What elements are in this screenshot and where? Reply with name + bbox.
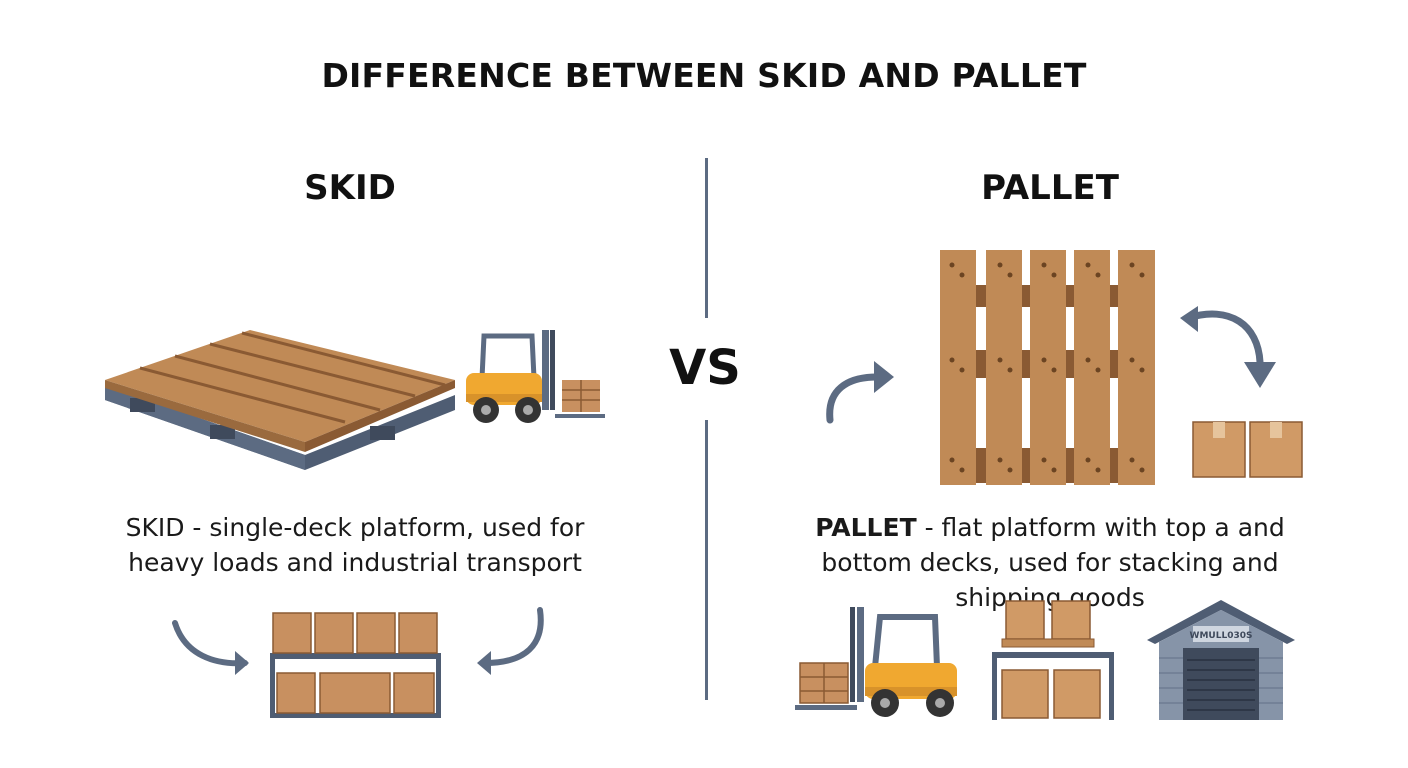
skid-heading: SKID: [304, 168, 396, 208]
pallet-description: PALLET - flat platform with top a and bo…: [780, 510, 1320, 615]
pallet-description-text: - flat platform with top a and bottom de…: [821, 513, 1285, 612]
warehouse-icon: WMULL030S: [1147, 600, 1295, 720]
pallet-term: PALLET: [815, 513, 917, 542]
pallet-arrow-right-icon: [1180, 306, 1276, 388]
pallet-forklift-icon: [795, 607, 957, 717]
skid-term: SKID: [125, 513, 185, 542]
pallet-illustration: [940, 250, 1155, 485]
pallet-arrow-left-icon: [826, 361, 894, 424]
divider-bottom: [705, 420, 708, 700]
warehouse-sign: WMULL030S: [1190, 631, 1253, 641]
pallet-heading: PALLET: [981, 168, 1119, 208]
skid-illustration: [105, 330, 455, 470]
divider-top: [705, 158, 708, 318]
pallet-boxes-icon: [1192, 421, 1303, 478]
pallet-rack-illustration: [992, 600, 1114, 720]
vs-label: VS: [669, 340, 741, 396]
skid-forklift-icon: [466, 330, 605, 423]
page-title: DIFFERENCE BETWEEN SKID AND PALLET: [321, 56, 1087, 95]
skid-description: SKID - single-deck platform, used for he…: [120, 510, 590, 580]
skid-rack-illustration: [172, 607, 544, 718]
skid-description-text: - single-deck platform, used for heavy l…: [128, 513, 585, 577]
